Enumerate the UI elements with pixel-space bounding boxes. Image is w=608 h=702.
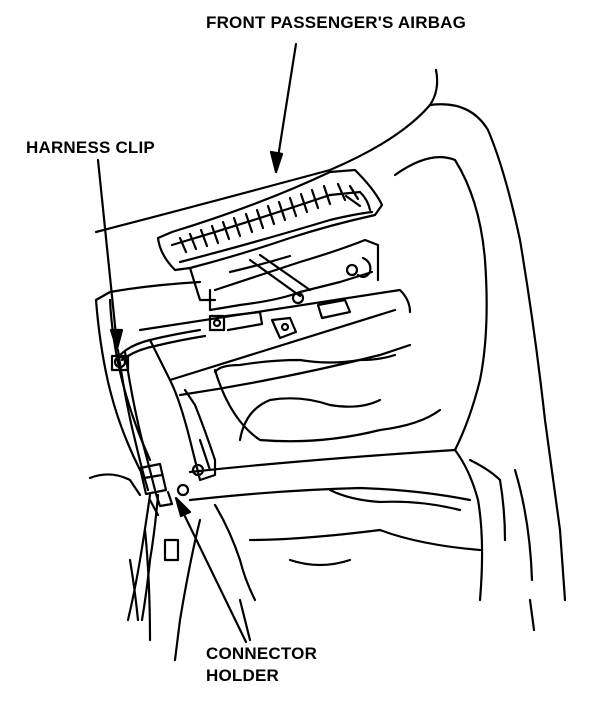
connector-holder-label-line2: HOLDER <box>206 666 279 685</box>
leader-arrows <box>98 44 296 642</box>
lower-dashboard <box>90 474 480 660</box>
connector-holder-label: CONNECTOR HOLDER <box>206 643 317 687</box>
connector-holder <box>140 464 172 515</box>
dashboard-body <box>96 70 565 630</box>
glove-box-opening <box>96 282 440 495</box>
connector-holder-label-line1: CONNECTOR <box>206 644 318 663</box>
harness-clip-label: HARNESS CLIP <box>26 138 155 157</box>
mounting-brackets <box>210 300 350 338</box>
wiring-harness <box>112 330 205 620</box>
airbag-module <box>158 170 382 310</box>
airbag-label: FRONT PASSENGER'S AIRBAG <box>206 13 467 32</box>
